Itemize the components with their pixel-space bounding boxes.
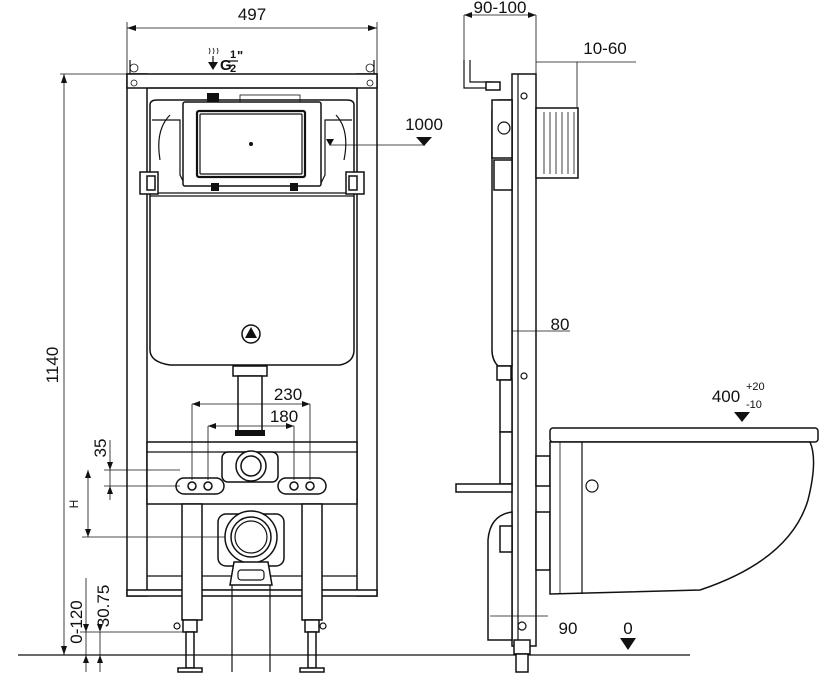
side-depth-label: 80 [551, 315, 570, 334]
spacing-inner-label: 180 [270, 407, 298, 426]
side-frame [511, 73, 537, 673]
inlet-den-label: 2 [230, 63, 236, 75]
wall-panel-dimension: 10-60 [535, 39, 636, 179]
spacing-outer-label: 230 [274, 385, 302, 404]
width-label: 497 [238, 5, 266, 24]
legs [173, 503, 327, 673]
bowl-height-minus: -10 [746, 399, 762, 411]
water-inlet-symbol: G 1 2 " [208, 47, 243, 75]
h-label: H [67, 500, 81, 509]
floor-level-marker [620, 638, 636, 650]
front-view: 497 G 1 2 [18, 5, 690, 673]
waste-outlet [217, 510, 285, 586]
wall-panel-label: 10-60 [583, 39, 626, 58]
cistern-side [487, 99, 513, 641]
inlet-offset-dimensions: 35 H [67, 439, 225, 538]
wall-distance-dimension: 90-100 [463, 0, 537, 88]
height-label: 1140 [43, 347, 62, 384]
bowl-height-label: 400 [712, 387, 740, 406]
inlet-unit-label: " [237, 48, 243, 63]
outlet-connector [535, 511, 551, 571]
floor-level-label: 0 [623, 619, 632, 638]
floor-dimensions: 0-120 30.75 [18, 578, 690, 672]
inlet-num-label: 1 [230, 49, 236, 61]
leg-adjust-label: 0-120 [67, 600, 86, 643]
bottom-depth-label: 90 [559, 619, 578, 638]
frame-rails [126, 60, 378, 597]
support-bracket [455, 483, 513, 493]
button-height-label: 1000 [405, 115, 443, 134]
wall-distance-label: 90-100 [474, 0, 527, 17]
floor-offset-label: 30.75 [94, 585, 113, 628]
height-dimension: 1140 [43, 73, 127, 655]
bowl-height-plus: +20 [746, 381, 765, 393]
offset-label: 35 [91, 439, 110, 458]
inlet-connector [535, 455, 551, 487]
side-view: 90-100 10-60 [405, 0, 819, 673]
inlet-slots [175, 477, 327, 495]
button-height-marker [416, 137, 432, 146]
toilet-bowl [549, 427, 819, 595]
inlet-spacing-dimensions: 230 180 [191, 385, 311, 480]
inlet-g-label: G [220, 57, 232, 74]
width-dimension: 497 [126, 5, 378, 74]
bowl-height-dimension: 400 +20 -10 [712, 381, 765, 422]
flush-pipe [221, 365, 279, 483]
cistern [139, 93, 425, 366]
